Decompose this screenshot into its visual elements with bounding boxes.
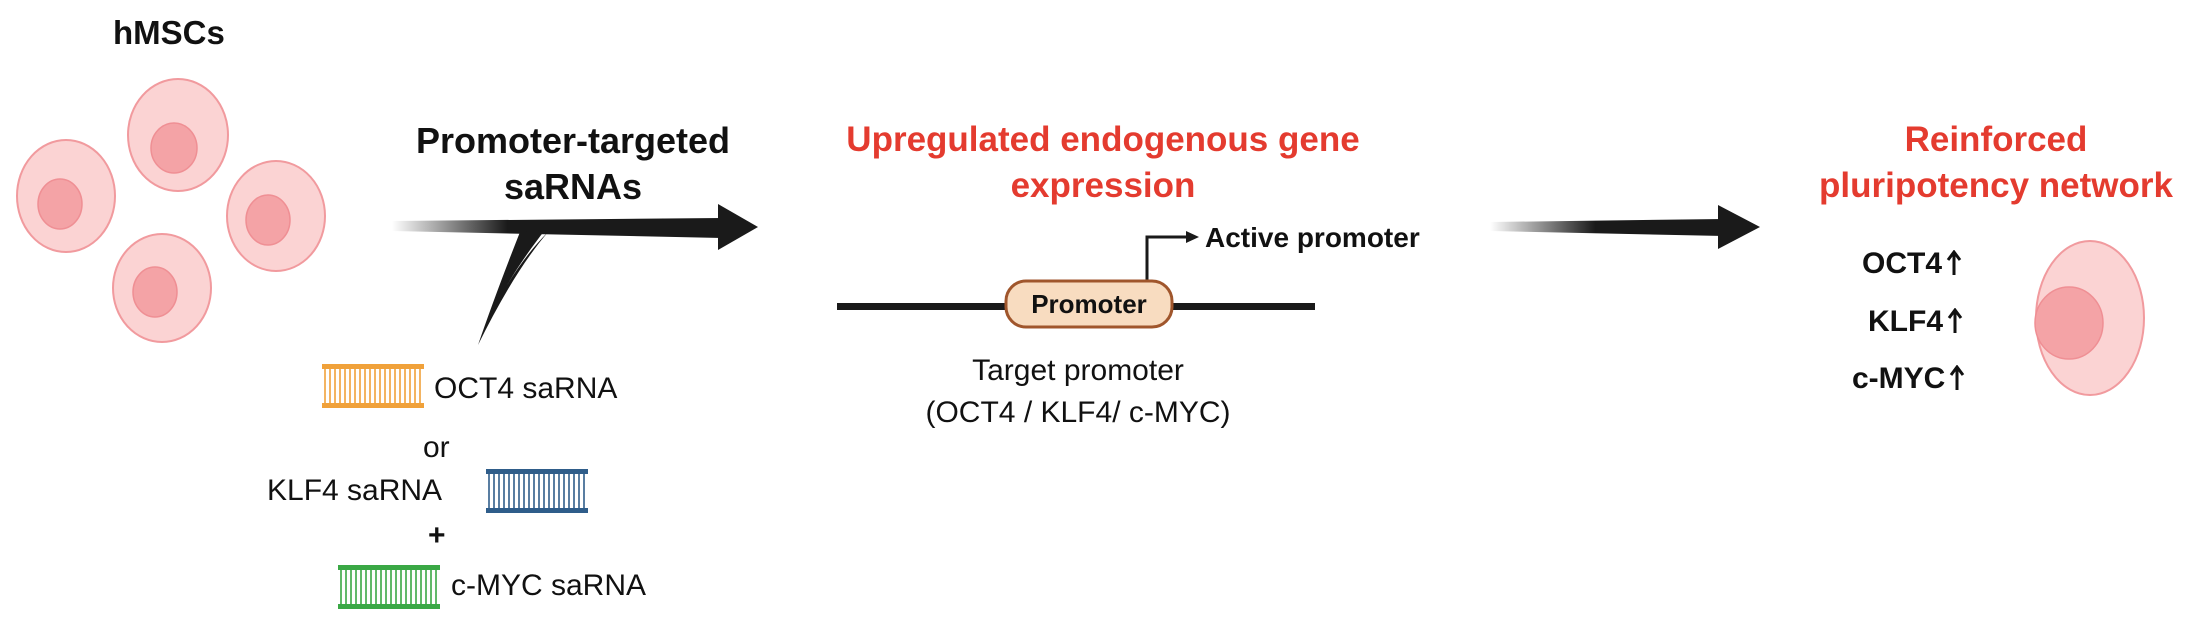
cell-icon	[2034, 240, 2145, 396]
rna-duplex-icon	[322, 364, 424, 408]
target-promoter-line2: (OCT4 / KLF4/ c-MYC)	[925, 396, 1231, 429]
sarna-delivery-curve	[478, 230, 548, 345]
cell-icon	[112, 233, 212, 343]
cells-label: hMSCs	[113, 14, 225, 51]
active-promoter-label: Active promoter	[1205, 222, 1420, 253]
cell-icon	[127, 78, 229, 192]
cell-icon	[16, 139, 116, 253]
oct4-sarna-label: OCT4 saRNA	[434, 372, 618, 405]
promoter-box-label: Promoter	[1031, 289, 1147, 319]
step3-title-line1: Reinforced	[1904, 120, 2088, 159]
step1-title-line1: Promoter-targeted	[415, 120, 731, 161]
gene-name: OCT4	[1862, 247, 1943, 280]
klf4-sarna-label: KLF4 saRNA	[267, 474, 443, 507]
promoter-arrow-icon	[1145, 231, 1199, 283]
step2-title-line1: Upregulated endogenous gene	[846, 120, 1360, 159]
plus-label: +	[428, 519, 446, 552]
step2-title-line2: expression	[1010, 166, 1196, 205]
rna-duplex-icon	[486, 469, 588, 513]
gene-klf4: KLF4	[1868, 305, 1963, 339]
cmyc-sarna-label: c-MYC saRNA	[451, 569, 647, 602]
gene-name: KLF4	[1868, 305, 1943, 338]
cell-icon	[226, 160, 326, 272]
step1-title-line2: saRNAs	[503, 166, 643, 207]
arrow-up-icon	[1947, 308, 1963, 333]
gene-cmyc: c-MYC	[1852, 362, 1965, 396]
arrow-right-icon	[1490, 205, 1760, 249]
or-label: or	[423, 431, 450, 464]
gene-name: c-MYC	[1852, 362, 1946, 395]
arrow-up-icon	[1946, 250, 1962, 275]
rna-duplex-icon	[338, 565, 440, 609]
promoter-box	[1004, 279, 1174, 329]
target-promoter-line1: Target promoter	[972, 354, 1184, 387]
gene-oct4: OCT4	[1862, 247, 1962, 281]
step3-title-line2: pluripotency network	[1819, 166, 2173, 205]
arrow-right-icon	[392, 204, 758, 250]
arrow-up-icon	[1950, 365, 1965, 390]
